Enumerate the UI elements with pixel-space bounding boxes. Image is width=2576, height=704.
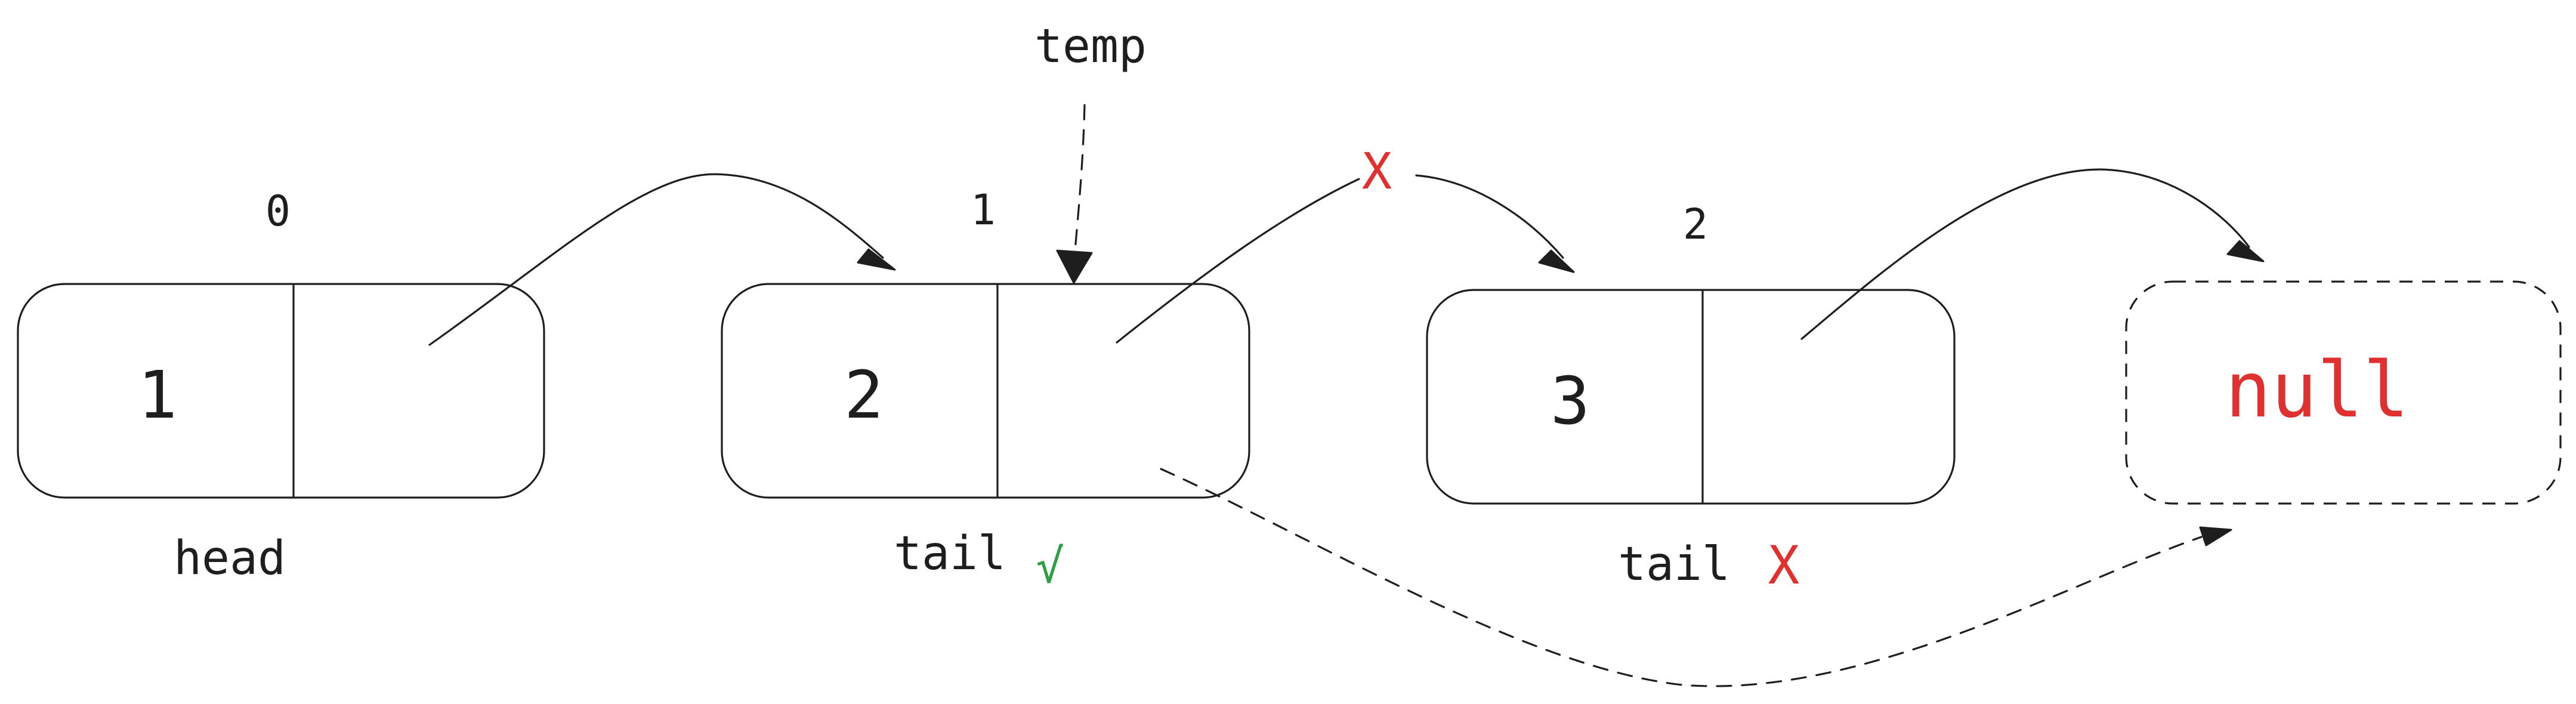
null-node: null: [2125, 280, 2562, 505]
node-1: 2 1: [721, 186, 1250, 499]
tail-invalid-label: tail: [1618, 538, 1730, 591]
arrow-node-0-to-node-1: [428, 173, 896, 346]
arrow-node-1-to-node-2-broken-left: [1116, 178, 1360, 344]
node-2-value: 3: [1550, 363, 1590, 439]
node-1-value: 2: [844, 357, 884, 433]
arrow-node-2-to-null-line: [1800, 168, 2250, 340]
arrow-node-1-to-node-2-broken: [1116, 174, 1575, 344]
arrow-node-0-to-node-1-line: [428, 173, 884, 346]
temp-arrow-line: [1074, 104, 1086, 252]
arrow-node-1-to-null-dashed-head-icon: [2199, 526, 2232, 546]
node-2: 3 2: [1426, 200, 1956, 505]
check-mark-icon: √: [1036, 540, 1064, 594]
arrow-node-1-to-null-dashed-line: [1160, 468, 2203, 687]
null-node-box: [2125, 280, 2562, 505]
temp-label: temp: [1034, 20, 1147, 73]
arrow-node-1-to-node-2-head-icon: [1538, 249, 1575, 273]
node-1-index: 1: [971, 186, 996, 234]
node-0-index: 0: [265, 187, 291, 236]
node-2-index: 2: [1683, 200, 1708, 249]
node-2-box: [1426, 289, 1956, 505]
temp-arrow: [1056, 104, 1093, 284]
temp-arrow-head-icon: [1056, 249, 1093, 284]
arrow-node-2-to-null: [1800, 168, 2265, 340]
cross-mark-on-link-icon: X: [1362, 142, 1392, 200]
arrow-node-0-to-node-1-head-icon: [857, 248, 896, 271]
cross-mark-on-tail-icon: X: [1768, 535, 1800, 596]
node-0-box: [17, 283, 545, 499]
tail-valid-label: tail: [894, 527, 1006, 581]
node-0-value: 1: [138, 357, 177, 433]
node-0: 1 0: [17, 187, 545, 499]
arrow-node-1-to-node-2-broken-right: [1415, 174, 1564, 259]
head-label: head: [174, 532, 286, 585]
arrow-node-2-to-null-head-icon: [2226, 240, 2265, 263]
arrow-node-1-to-null-dashed: [1160, 468, 2232, 687]
node-1-box: [721, 283, 1250, 499]
null-node-value: null: [2225, 346, 2409, 435]
